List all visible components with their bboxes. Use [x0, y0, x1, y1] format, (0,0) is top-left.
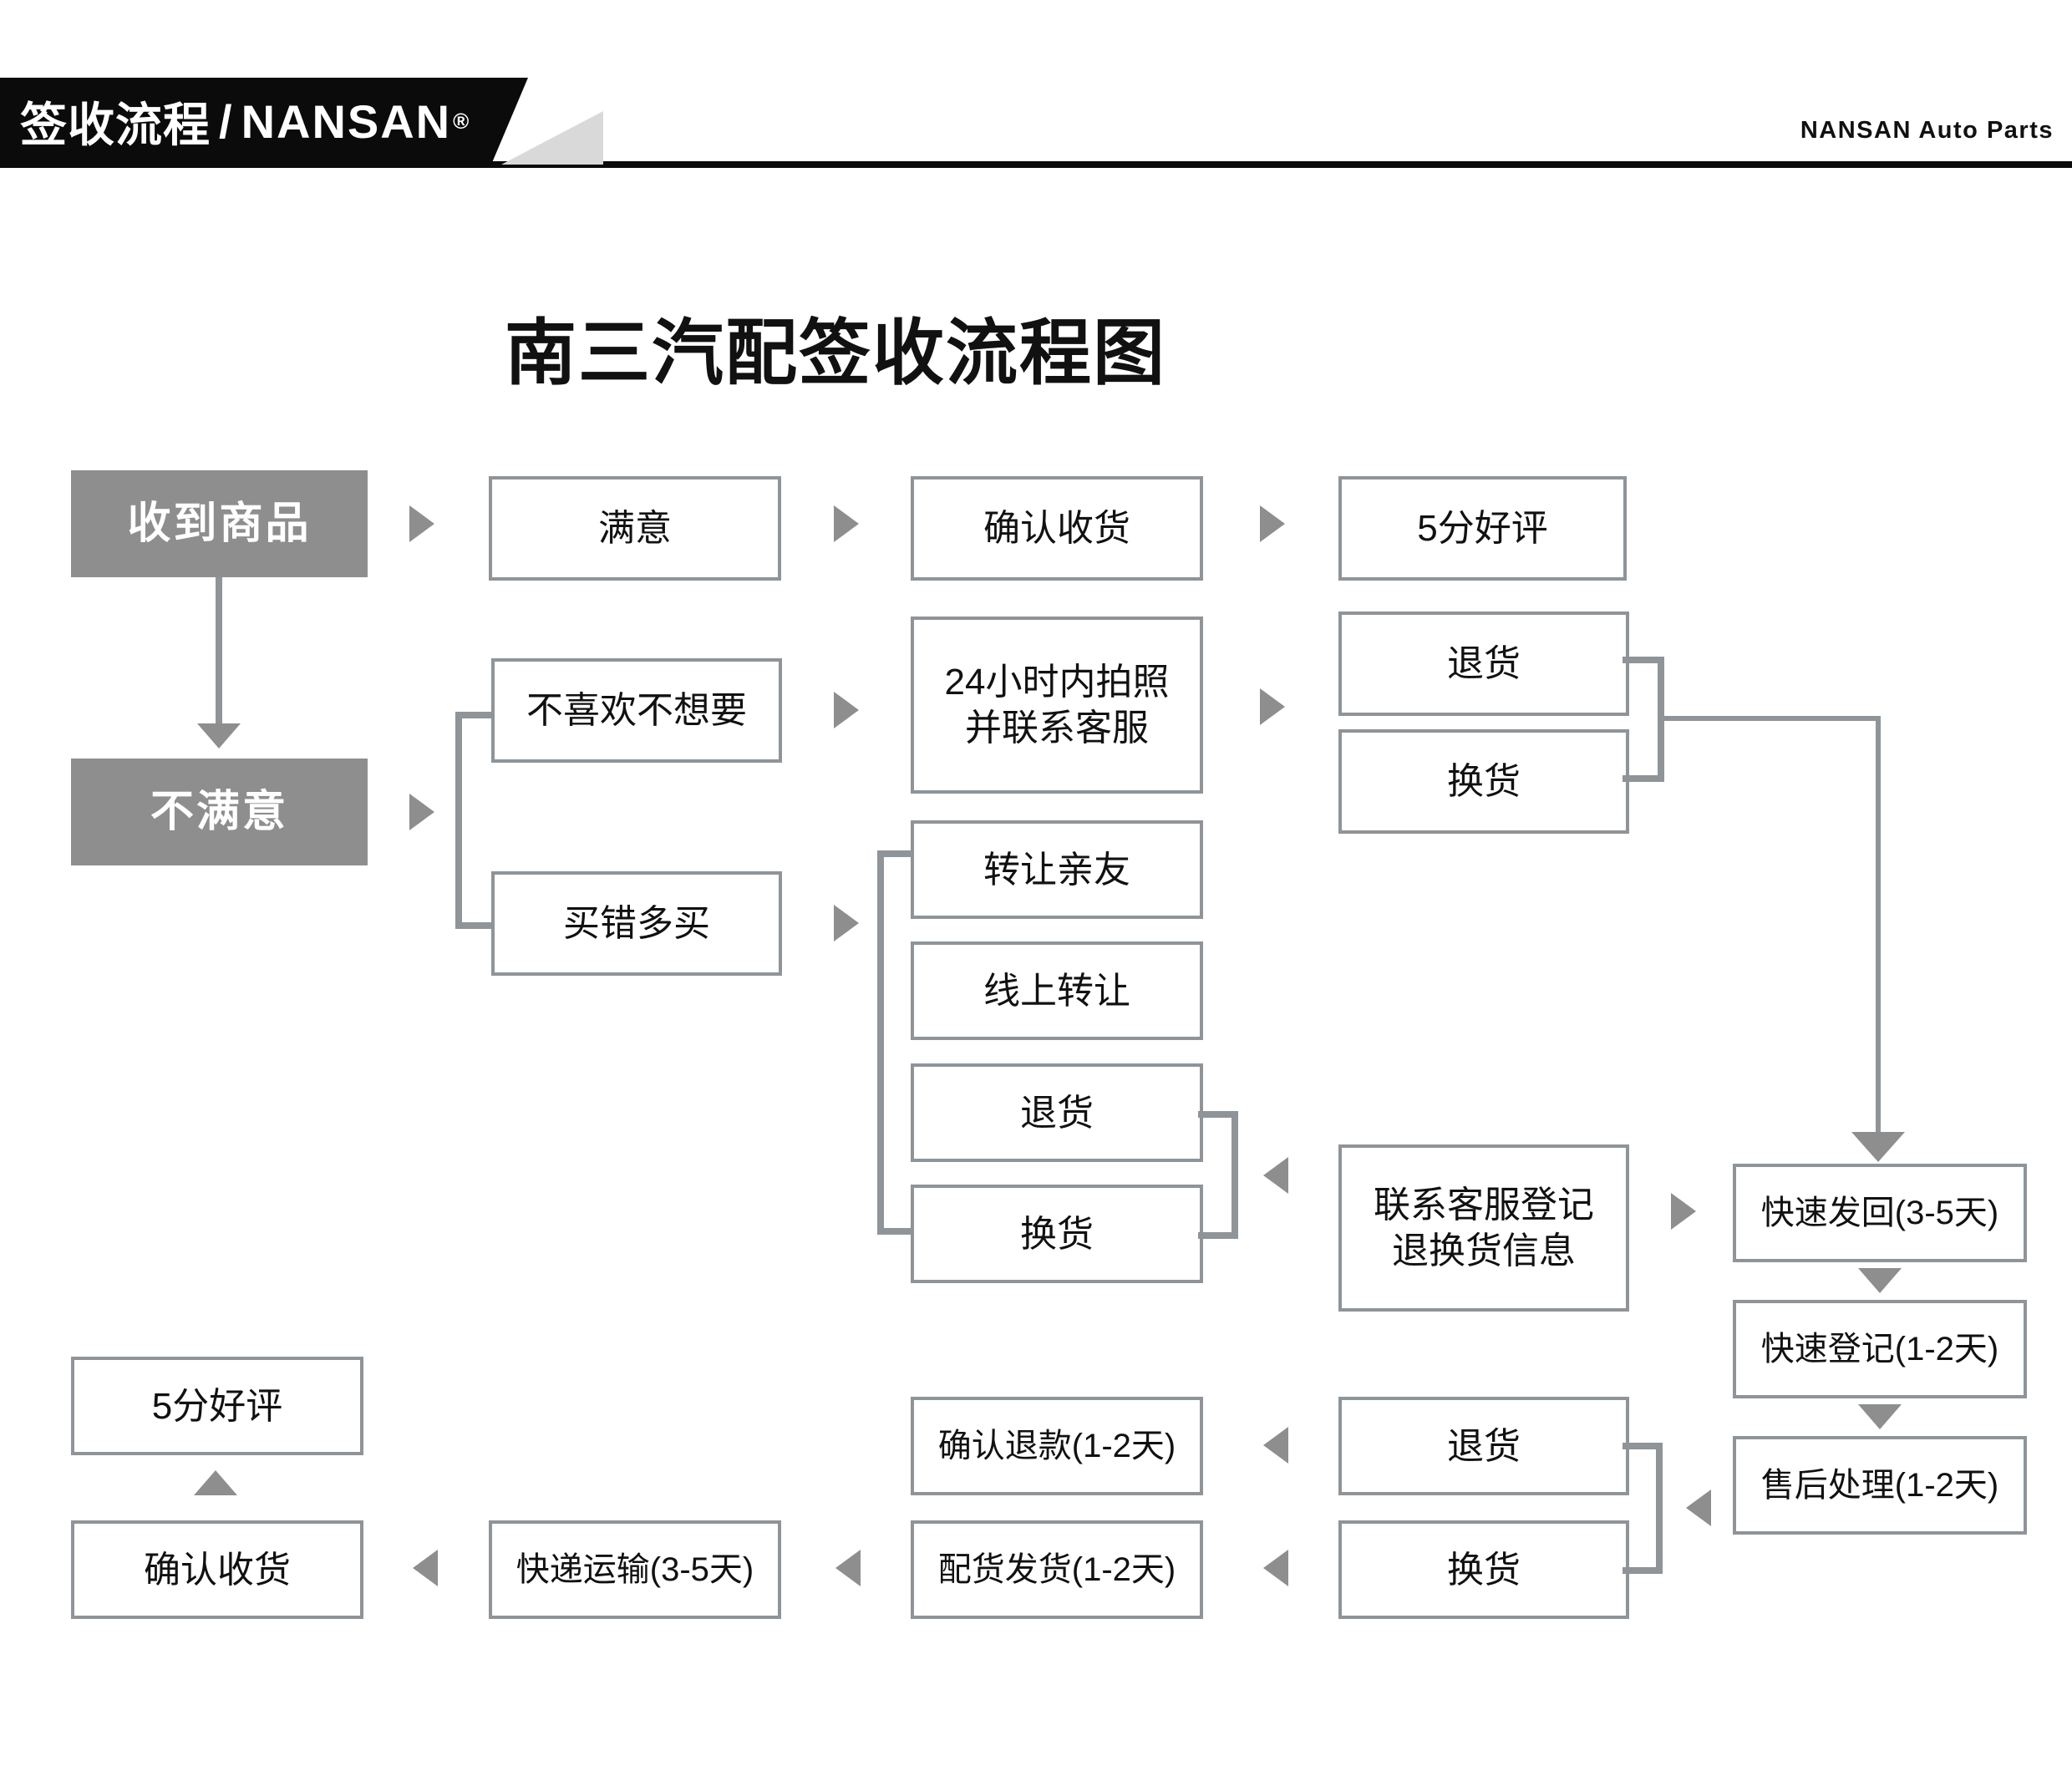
- arrow-right-icon-satisfied-to-confirm: [834, 505, 859, 542]
- node-transfer-to-friends[interactable]: 转让亲友: [911, 820, 1203, 919]
- node-fast-send-back[interactable]: 快速发回(3-5天): [1733, 1164, 2027, 1262]
- node-satisfied[interactable]: 满意: [489, 476, 781, 581]
- header-wedge-decoration: [501, 111, 603, 165]
- header-brand-title: 签收流程 / NANSAN ®: [20, 92, 470, 151]
- arrow-right-icon-received-to-satisfied: [409, 505, 434, 542]
- node-confirm-receipt-bottom[interactable]: 确认收货: [71, 1520, 363, 1619]
- connector-exchange-top-stub: [1623, 775, 1664, 782]
- node-confirm-receipt-top[interactable]: 确认收货: [911, 476, 1203, 581]
- connector-merge-vertical-mid: [1232, 1111, 1238, 1239]
- node-exchange-bottom[interactable]: 换货: [1338, 1520, 1629, 1619]
- arrow-right-icon-service-to-fastsend: [1671, 1193, 1696, 1230]
- connector-merge-down-to-fastsend: [1876, 716, 1881, 1142]
- header-brand-name: NANSAN: [241, 94, 452, 148]
- header-black-banner: [0, 78, 528, 165]
- node-bought-wrong[interactable]: 买错多买: [491, 871, 782, 976]
- arrow-right-icon-dissatisfied-branch: [409, 794, 434, 830]
- node-return-bottom[interactable]: 退货: [1338, 1397, 1629, 1495]
- arrow-down-icon-to-after-sales: [1858, 1404, 1902, 1429]
- arrow-left-icon-service-to-returnexchange-mid: [1263, 1157, 1288, 1194]
- connector-branch-vertical-1: [455, 712, 462, 929]
- header-slash: /: [219, 94, 233, 148]
- node-ship-goods[interactable]: 配货发货(1-2天): [911, 1520, 1203, 1619]
- node-contact-service-register[interactable]: 联系客服登记 退换货信息: [1338, 1144, 1629, 1312]
- arrow-down-icon-to-fast-send-back: [1851, 1132, 1905, 1162]
- connector-return-bottom-stub: [1623, 1443, 1663, 1449]
- arrow-left-icon-aftersales-to-returnexchange: [1686, 1489, 1711, 1526]
- node-fast-register[interactable]: 快速登记(1-2天): [1733, 1300, 2027, 1398]
- node-five-star-top[interactable]: 5分好评: [1338, 476, 1627, 581]
- node-photo-within-24h[interactable]: 24小时内拍照 并联系客服: [911, 617, 1203, 794]
- connector-branch-top-stub: [455, 712, 493, 718]
- node-dislike-dont-want[interactable]: 不喜欢不想要: [491, 658, 782, 763]
- node-exchange-middle[interactable]: 换货: [911, 1185, 1203, 1283]
- connector-exchange-bottom-stub: [1623, 1567, 1663, 1574]
- connector-merge-vertical-bottom: [1656, 1443, 1663, 1574]
- header-title-cn: 签收流程: [20, 98, 211, 151]
- connector-transfer-bracket-bottom: [877, 1228, 917, 1235]
- node-transfer-online[interactable]: 线上转让: [911, 941, 1203, 1040]
- node-confirm-refund[interactable]: 确认退款(1-2天): [911, 1397, 1203, 1495]
- connector-branch-bottom-stub: [455, 922, 493, 929]
- connector-return-mid-stub: [1198, 1111, 1238, 1118]
- arrow-right-icon-photo-to-returnexchange: [1260, 688, 1285, 725]
- arrow-left-icon-return-to-refund: [1263, 1427, 1288, 1464]
- node-after-sales[interactable]: 售后处理(1-2天): [1733, 1436, 2027, 1535]
- arrow-up-icon-to-five-star-bottom: [194, 1470, 237, 1495]
- node-received-goods[interactable]: 收到商品: [71, 470, 368, 577]
- registered-trademark-icon: ®: [453, 109, 470, 134]
- page-title: 南三汽配签收流程图: [505, 313, 1166, 393]
- arrow-down-icon-to-fast-register: [1858, 1268, 1902, 1293]
- connector-received-to-dissatisfied: [216, 577, 222, 736]
- node-dissatisfied[interactable]: 不满意: [71, 759, 368, 865]
- node-exchange-top[interactable]: 换货: [1338, 729, 1629, 834]
- arrow-right-icon-confirm-to-fivestar: [1260, 505, 1285, 542]
- node-express-transport[interactable]: 快递运输(3-5天): [489, 1520, 781, 1619]
- connector-merge-horizontal-top: [1658, 716, 1880, 721]
- node-five-star-bottom[interactable]: 5分好评: [71, 1357, 363, 1455]
- connector-exchange-mid-stub: [1198, 1232, 1238, 1239]
- connector-return-top-stub: [1623, 657, 1664, 663]
- arrow-right-icon-dislike-to-photo: [834, 692, 859, 728]
- node-return-top[interactable]: 退货: [1338, 611, 1629, 716]
- connector-transfer-bracket-top: [877, 850, 917, 857]
- header-right-label: NANSAN Auto Parts: [1800, 117, 2054, 144]
- node-return-middle[interactable]: 退货: [911, 1063, 1203, 1162]
- arrow-right-icon-boughtwrong-to-transfer: [834, 905, 859, 941]
- header-rule: [0, 161, 2072, 168]
- arrow-down-icon-to-dissatisfied: [197, 723, 241, 748]
- arrow-left-icon-ship-to-express: [835, 1550, 861, 1586]
- connector-transfer-bracket-vertical: [877, 850, 884, 1235]
- arrow-left-icon-express-to-confirm: [413, 1550, 438, 1586]
- arrow-left-icon-exchange-to-ship: [1263, 1550, 1288, 1586]
